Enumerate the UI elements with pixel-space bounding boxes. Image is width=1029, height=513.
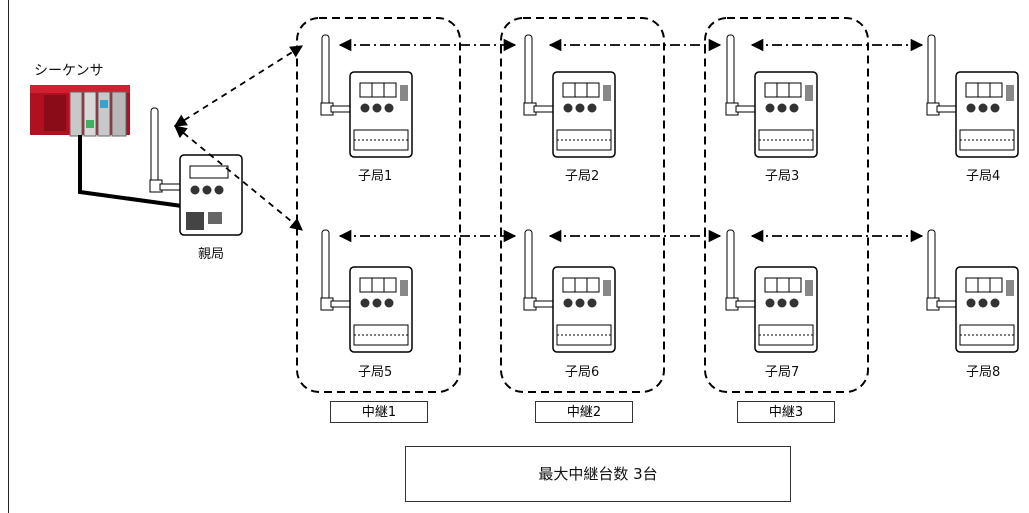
- slave-device-1: [320, 34, 413, 158]
- slave-device-7: [725, 229, 818, 353]
- slave-label-6: 子局6: [565, 365, 600, 380]
- slave-label-5: 子局5: [358, 365, 393, 380]
- slave-label-8: 子局8: [966, 365, 1001, 380]
- slave-device-2: [523, 34, 616, 158]
- max-relay-summary: 最大中継台数 3台: [405, 446, 791, 502]
- slave-device-6: [523, 229, 616, 353]
- link-master-slave5: [174, 125, 303, 231]
- slave-label-1: 子局1: [358, 169, 393, 184]
- cable: [78, 135, 183, 208]
- diagram-frame: [8, 0, 1029, 513]
- slave-device-3: [725, 34, 818, 158]
- relay-label-3: 中継3: [737, 401, 835, 423]
- sequencer-plc: [30, 85, 130, 137]
- master-device: [149, 107, 243, 236]
- relay-group-2: [500, 17, 665, 393]
- link-master-slave1: [173, 45, 304, 127]
- sequencer-label: シーケンサ: [34, 63, 104, 79]
- relay-label-1: 中継1: [330, 401, 428, 423]
- slave-device-5: [320, 229, 413, 353]
- master-label: 親局: [198, 247, 225, 262]
- relay-label-2: 中継2: [535, 401, 633, 423]
- slave-label-3: 子局3: [765, 169, 800, 184]
- slave-label-7: 子局7: [765, 365, 800, 380]
- slave-label-2: 子局2: [565, 169, 600, 184]
- slave-device-8: [926, 229, 1019, 353]
- slave-label-4: 子局4: [966, 169, 1001, 184]
- relay-group-3: [704, 17, 869, 393]
- slave-device-4: [926, 34, 1019, 158]
